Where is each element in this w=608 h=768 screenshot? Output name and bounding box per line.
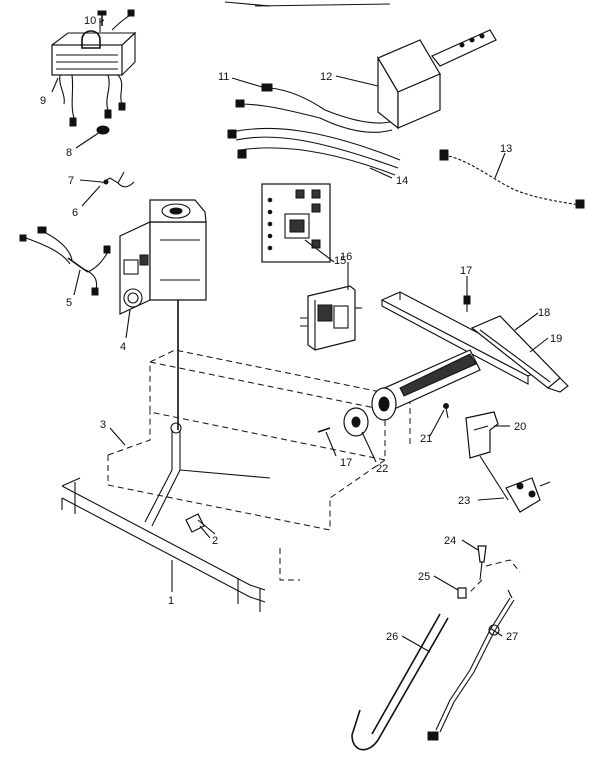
callout-11: 11	[218, 71, 229, 83]
callout-27: 27	[506, 631, 518, 643]
part-control-box-12[interactable]	[377, 29, 497, 130]
callout-7: 7	[68, 175, 74, 187]
callout-9: 9	[40, 95, 46, 107]
callout-6: 6	[72, 207, 78, 219]
part-burner-frame-1[interactable]	[61, 422, 271, 612]
part-burner-tray-19[interactable]	[470, 315, 569, 393]
part-lead-11[interactable]	[235, 83, 326, 119]
part-relay-16[interactable]	[300, 285, 362, 351]
part-circuit-board-15[interactable]	[261, 183, 331, 263]
part-burner-tube[interactable]	[379, 349, 481, 411]
callout-12: 12	[320, 71, 332, 83]
part-wire-harness-5[interactable]	[19, 226, 111, 296]
part-wire-set-14[interactable]	[227, 109, 401, 176]
callout-19: 19	[550, 333, 562, 345]
part-bracket-20[interactable]	[465, 411, 499, 459]
part-transformer[interactable]	[51, 9, 137, 127]
callout-1: 1	[168, 595, 174, 607]
callout-13: 13	[500, 143, 512, 155]
callout-23: 23	[458, 495, 470, 507]
callout-21: 21	[420, 433, 432, 445]
part-screw-21[interactable]	[443, 403, 449, 419]
scan-artifact	[224, 1, 391, 7]
part-blower-22[interactable]	[343, 387, 397, 437]
part-screw-17b[interactable]	[317, 427, 331, 433]
callout-25: 25	[418, 571, 430, 583]
part-fitting-25[interactable]	[457, 587, 467, 599]
part-pilot-tube-26[interactable]	[351, 613, 449, 751]
part-gas-valve-4[interactable]	[119, 199, 207, 430]
callout-16: 16	[340, 251, 352, 263]
callout-15: 15	[334, 255, 346, 267]
part-electrode-23[interactable]	[479, 455, 551, 513]
part-clip-7[interactable]	[101, 171, 135, 188]
part-fitting-24[interactable]	[477, 545, 487, 581]
part-screw-10[interactable]	[97, 10, 107, 26]
leader-lines	[51, 19, 549, 653]
part-screw-17a[interactable]	[463, 295, 471, 312]
callout-24: 24	[444, 535, 456, 547]
callout-4: 4	[120, 341, 126, 353]
part-flex-tube-13[interactable]	[439, 149, 585, 209]
callout-22: 22	[376, 463, 388, 475]
callout-labels: 10 9 8 7 6 5 4 3 2 1 11 12 13 14 15 16 1…	[40, 15, 562, 643]
callout-17a: 17	[460, 265, 472, 277]
callout-5: 5	[66, 297, 72, 309]
callout-26: 26	[386, 631, 398, 643]
callout-10: 10	[84, 15, 96, 27]
callout-17b: 17	[340, 457, 352, 469]
callout-20: 20	[514, 421, 526, 433]
callout-2: 2	[212, 535, 218, 547]
callout-8: 8	[66, 147, 72, 159]
part-orifice-2[interactable]	[185, 513, 216, 535]
callout-18: 18	[538, 307, 550, 319]
part-thermocouple-27[interactable]	[427, 589, 515, 741]
callout-3: 3	[100, 419, 106, 431]
callout-14: 14	[396, 175, 408, 187]
